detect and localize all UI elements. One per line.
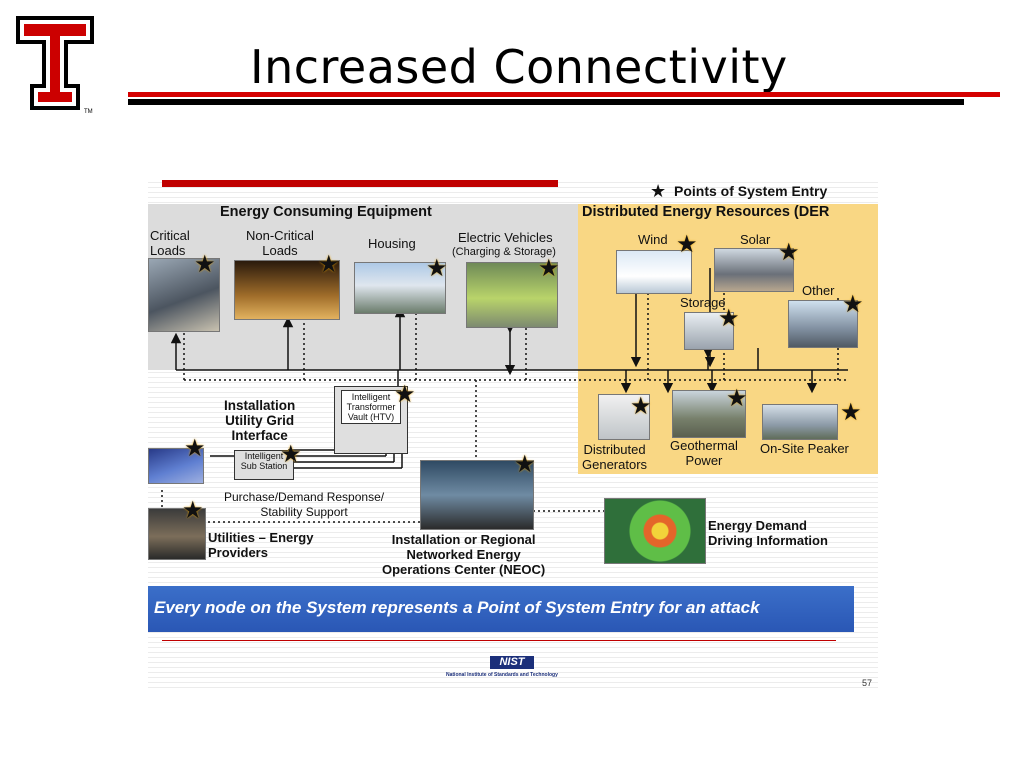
warning-banner: Every node on the System represents a Po… (148, 586, 854, 632)
critical-loads-label: Critical Loads (150, 228, 190, 258)
interface-label: Installation Utility Grid Interface (224, 398, 296, 443)
star-icon: ★ (718, 305, 740, 332)
other-label: Other (802, 283, 835, 298)
star-icon: ★ (318, 251, 340, 278)
housing-label: Housing (368, 236, 416, 251)
peaker-image (762, 404, 838, 440)
other-image (788, 300, 858, 348)
critical-loads-image (148, 258, 220, 332)
ev-image (466, 262, 558, 328)
star-icon: ★ (778, 239, 800, 266)
geothermal-image (672, 390, 746, 438)
legend-star-icon: ★ (650, 181, 667, 201)
title-rule-red (128, 92, 1000, 97)
htv-box: Intelligent Transformer Vault (HTV) (334, 386, 408, 454)
star-icon: ★ (840, 399, 862, 426)
footer-red-line (162, 640, 836, 641)
nist-subtitle: National Institute of Standards and Tech… (446, 672, 558, 678)
banner-text: Every node on the System represents a Po… (154, 598, 760, 617)
svg-text:TM: TM (84, 109, 93, 114)
connection-lines (161, 268, 848, 523)
ev-sublabel: (Charging & Storage) (452, 246, 556, 258)
transmission-tower-image (148, 448, 204, 484)
distributed-generators-label: Distributed Generators (582, 442, 648, 472)
energy-demand-label: Energy Demand Driving Information (708, 518, 828, 548)
peaker-label: On-Site Peaker (760, 441, 849, 456)
solar-label: Solar (740, 232, 771, 247)
star-icon: ★ (426, 255, 448, 282)
weather-radar-image (604, 498, 706, 564)
star-icon: ★ (280, 441, 302, 468)
storage-label: Storage (680, 295, 726, 310)
texas-tech-logo: TM (16, 16, 94, 114)
star-icon: ★ (182, 497, 204, 524)
utilities-image (148, 508, 206, 560)
purchase-label: Purchase/Demand Response/ Stability Supp… (224, 490, 385, 519)
star-icon: ★ (194, 251, 216, 278)
title-rule-black (128, 99, 964, 105)
substation-box: Intelligent Sub Station (234, 450, 294, 480)
htv-label: Intelligent Transformer Vault (HTV) (341, 390, 401, 424)
ev-label: Electric Vehicles (458, 230, 553, 245)
slide-title: Increased Connectivity (250, 40, 788, 94)
star-icon: ★ (394, 381, 416, 408)
left-heading: Energy Consuming Equipment (220, 204, 432, 220)
legend-label: Points of System Entry (674, 183, 828, 199)
star-icon: ★ (630, 393, 652, 420)
page-number: 57 (862, 678, 873, 688)
nist-logo: NIST (490, 656, 534, 669)
connectivity-diagram: ★ Points of System Entry Energy Consumin… (148, 178, 878, 688)
neoc-image (420, 460, 534, 530)
star-icon: ★ (514, 451, 536, 478)
noncritical-loads-label: Non-Critical Loads (246, 228, 314, 258)
storage-image (684, 312, 734, 350)
right-heading: Distributed Energy Resources (DER (582, 204, 830, 220)
star-icon: ★ (676, 231, 698, 258)
housing-image (354, 262, 446, 314)
star-icon: ★ (842, 291, 864, 318)
wind-label: Wind (638, 232, 668, 247)
geothermal-label: Geothermal Power (670, 438, 738, 468)
star-icon: ★ (538, 255, 560, 282)
utilities-label: Utilities – Energy Providers (208, 530, 314, 560)
red-accent-bar (162, 180, 558, 187)
distributed-generators-image (598, 394, 650, 440)
wind-image (616, 250, 692, 294)
star-icon: ★ (184, 435, 206, 462)
neoc-label: Installation or Regional Networked Energ… (382, 532, 546, 577)
solar-image (714, 248, 794, 292)
noncritical-loads-image (234, 260, 340, 320)
star-icon: ★ (726, 385, 748, 412)
